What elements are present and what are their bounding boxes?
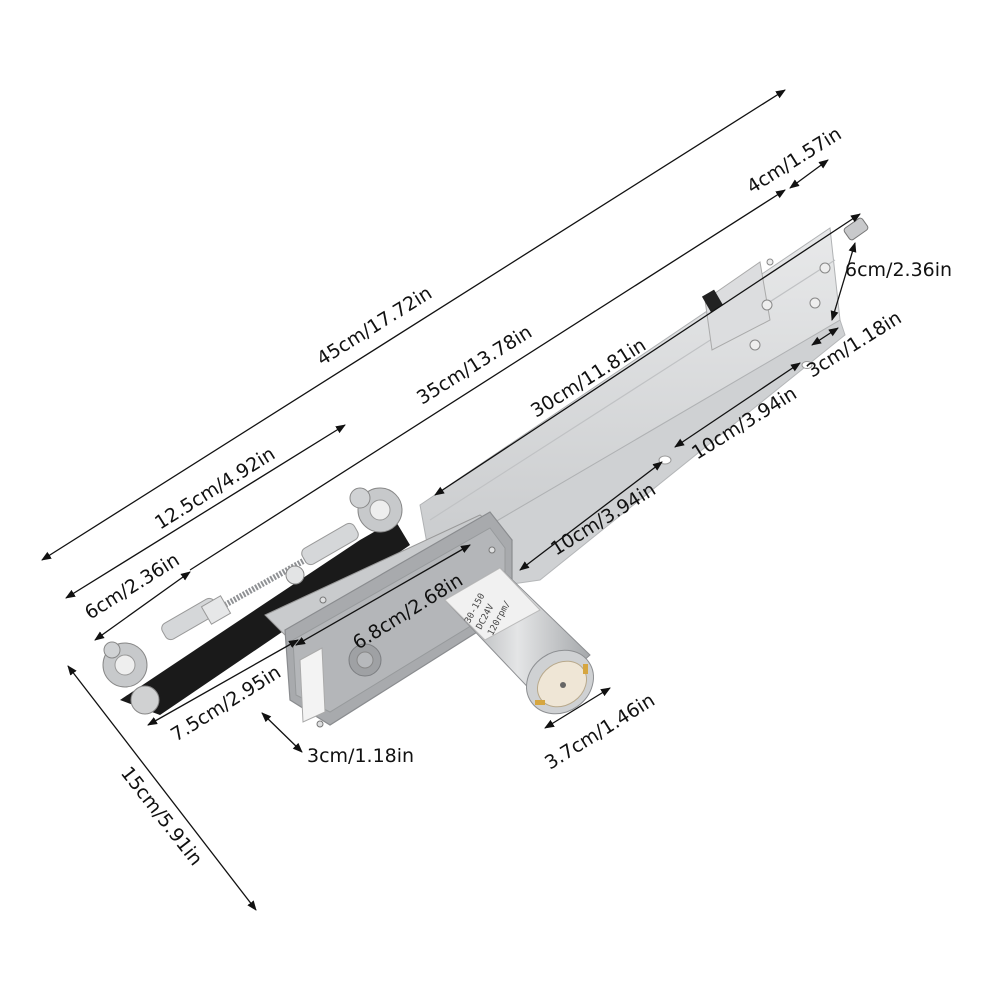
label-rod-end-length: 12.5cm/4.92in (151, 443, 279, 534)
label-stroke-height: 15cm/5.91in (116, 763, 207, 870)
rod-tip-nut (843, 217, 869, 241)
label-overall-length: 45cm/17.72in (313, 282, 436, 370)
dim-line-4cm (789, 159, 829, 189)
dim-line-3cm-flange (811, 327, 839, 346)
dim-line-6.8cm (295, 544, 471, 646)
dim-line-12.5cm (65, 424, 346, 599)
dim-line-10cm-a (519, 461, 663, 571)
dim-line-45cm (41, 89, 786, 561)
dc-motor: 30-150 DC24V 120rpm/ (444, 567, 594, 715)
label-rail-length: 35cm/13.78in (413, 321, 536, 409)
label-tip-extension: 4cm/1.57in (743, 123, 845, 198)
label-end-plate-height: 6cm/2.36in (845, 259, 952, 281)
gearbox-sticker (299, 647, 326, 723)
label-gearbox-depth: 3cm/1.18in (307, 745, 414, 767)
dimension-lines (41, 89, 861, 911)
actuator-body: 30-150 DC24V 120rpm/ (102, 217, 869, 728)
link-pivot (130, 685, 160, 715)
dim-line-30cm (434, 213, 861, 496)
dim-line-6cm-end (830, 242, 857, 321)
dim-line-10cm-b (674, 362, 801, 448)
dim-line-6cm-rod (94, 571, 191, 641)
dim-line-15cm (67, 665, 257, 911)
dim-line-3.7cm (544, 687, 611, 729)
dim-line-3cm-depth (261, 712, 303, 753)
motor-terminal (535, 700, 545, 705)
motor-terminal (583, 664, 588, 674)
